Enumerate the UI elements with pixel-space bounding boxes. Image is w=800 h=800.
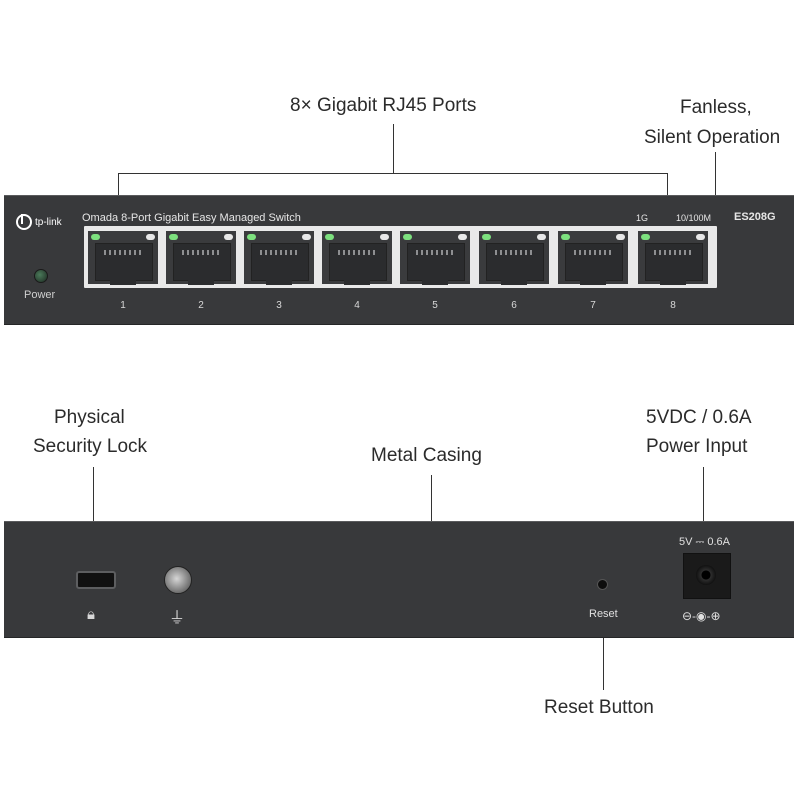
led-legend-1g: 1G xyxy=(636,213,649,223)
reset-button[interactable] xyxy=(597,579,608,590)
rj45-port-3[interactable] xyxy=(244,231,314,285)
port-number-8: 8 xyxy=(670,300,676,311)
power-rating-label: 5V ⎓ 0.6A xyxy=(679,536,730,548)
rj45-port-7[interactable] xyxy=(558,231,628,285)
ports-leader-vertical xyxy=(393,124,394,173)
port-number-3: 3 xyxy=(276,300,282,311)
security-lock-slot[interactable] xyxy=(76,571,116,589)
polarity-icon: ⊖-◉-⊕ xyxy=(682,609,721,623)
rj45-port-4[interactable] xyxy=(322,231,392,285)
casing-callout: Metal Casing xyxy=(371,445,482,466)
ports-leader-horizontal xyxy=(118,173,668,174)
lock-callout-line1: Physical xyxy=(54,407,125,428)
fanless-callout-line1: Fanless, xyxy=(680,97,752,118)
led-legend-100m: 10/100M xyxy=(676,213,712,223)
lock-leader xyxy=(93,467,94,560)
port-number-7: 7 xyxy=(590,300,596,311)
rj45-port-2[interactable] xyxy=(166,231,236,285)
port-number-2: 2 xyxy=(198,300,204,311)
port-strip xyxy=(84,226,717,288)
product-name: Omada 8-Port Gigabit Easy Managed Switch xyxy=(82,212,301,224)
dc-power-jack[interactable] xyxy=(683,553,731,599)
reset-callout: Reset Button xyxy=(544,697,654,718)
switch-rear-panel: 🔒︎ ⏚ Reset 5V ⎓ 0.6A ⊖-◉-⊕ xyxy=(4,521,794,638)
switch-front-panel: tp-link Omada 8-Port Gigabit Easy Manage… xyxy=(4,195,794,325)
ports-callout: 8× Gigabit RJ45 Ports xyxy=(290,95,477,116)
port-number-1: 1 xyxy=(120,300,126,311)
brand-logo: tp-link xyxy=(16,214,62,230)
brand-text: tp-link xyxy=(35,216,62,228)
rj45-port-8[interactable] xyxy=(638,231,708,285)
ground-icon: ⏚ xyxy=(169,610,186,627)
rj45-port-1[interactable] xyxy=(88,231,158,285)
port-number-4: 4 xyxy=(354,300,360,311)
power-led xyxy=(34,269,48,283)
lock-icon: 🔒︎ xyxy=(87,606,95,623)
power-callout-line1: 5VDC / 0.6A xyxy=(646,407,752,428)
lock-callout-line2: Security Lock xyxy=(33,436,148,457)
port-number-6: 6 xyxy=(511,300,517,311)
rj45-port-5[interactable] xyxy=(400,231,470,285)
model-number: ES208G xyxy=(734,211,776,223)
fanless-callout-line2: Silent Operation xyxy=(644,127,781,148)
fanless-leader xyxy=(715,152,716,196)
ground-screw xyxy=(164,566,192,594)
reset-leader xyxy=(603,622,604,690)
rj45-port-6[interactable] xyxy=(479,231,549,285)
reset-label: Reset xyxy=(589,608,618,620)
port-number-5: 5 xyxy=(432,300,438,311)
casing-leader xyxy=(431,475,432,522)
power-callout-line2: Power Input xyxy=(646,436,748,457)
power-label: Power xyxy=(24,289,56,301)
power-leader xyxy=(703,467,704,561)
tplink-logo-icon xyxy=(16,214,32,230)
